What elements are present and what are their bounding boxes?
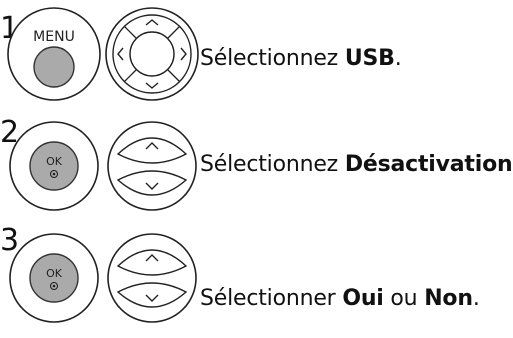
step-3: 3 OK Sélectionner Oui ou Non. [0,222,513,332]
instruction-prefix: Sélectionner [200,286,343,311]
instruction-prefix: Sélectionnez [200,152,345,177]
instruction-prefix: Sélectionnez [200,46,345,71]
instruction-text: Sélectionnez USB. [200,46,402,72]
step-1: 1 MENU Sélectionnez USB. [0,0,513,110]
instruction-bold-2: Non [424,286,473,311]
ok-button-label: OK [46,155,63,168]
instruction-middle: ou [383,286,425,311]
instruction-suffix: . [472,286,480,311]
up-down-nav-icon [107,121,197,211]
step-number: 2 [0,115,20,150]
instruction-bold: Désactivation [344,152,513,177]
ok-button-label: OK [46,267,63,280]
instruction-bold: Oui [342,286,384,311]
menu-button-label: MENU [33,29,75,45]
instruction-text: Sélectionnez Désactivation. [200,152,513,178]
ok-button-icon: OK [9,233,99,323]
ok-button-icon: OK [9,121,99,211]
up-down-nav-icon [107,233,197,323]
instruction-suffix: . [394,46,402,71]
instruction-bold: USB [344,46,395,71]
four-way-nav-icon [105,7,199,101]
instruction-text: Sélectionner Oui ou Non. [200,286,480,312]
menu-button-icon: MENU [7,7,101,101]
step-number: 3 [0,223,20,258]
step-2: 2 OK Sélectionnez Désactivation. [0,110,513,220]
